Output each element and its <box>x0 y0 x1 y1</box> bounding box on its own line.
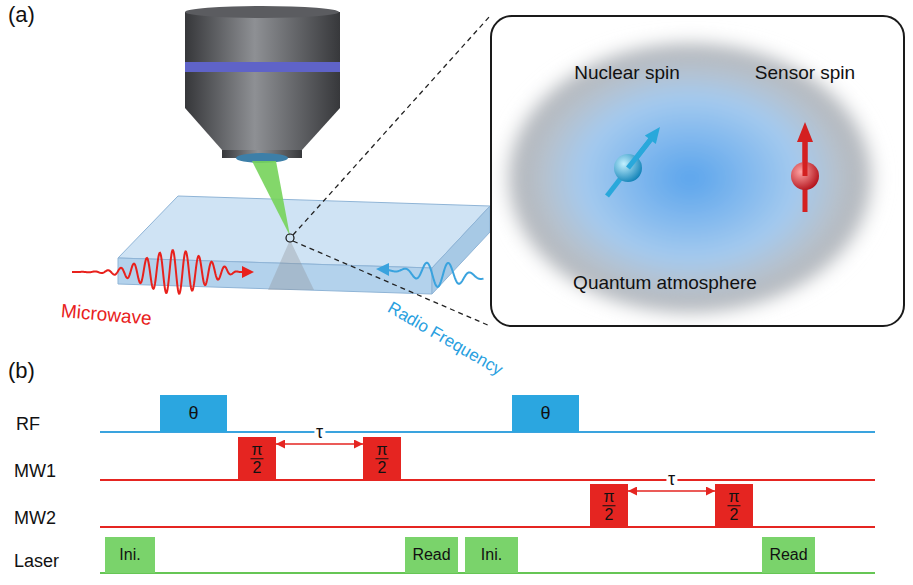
pulse-angle: θ <box>540 404 550 424</box>
interval-arrow <box>276 443 363 445</box>
nuclear-spin-arrowhead <box>645 127 660 144</box>
mw2-channel-line <box>100 526 875 528</box>
inset-caption: Nuclear spin <box>574 62 680 84</box>
laser-pulse: Read <box>405 537 458 573</box>
rf-pulse: θ <box>512 395 579 432</box>
fraction-bar <box>251 458 264 460</box>
signal-label: Microwave <box>60 300 152 330</box>
mw1-channel-line <box>100 479 875 481</box>
panel-label: (a) <box>8 2 35 27</box>
fraction-bar <box>376 458 389 460</box>
interval-label: τ <box>666 470 677 488</box>
nuclear-spin-arrow <box>628 139 651 168</box>
sensor-spin-arrowhead <box>797 122 813 142</box>
laser-step: Ini. <box>119 546 140 564</box>
laser-pulse: Ini. <box>465 537 518 573</box>
objective-body <box>185 72 340 108</box>
zoom-line <box>293 16 490 235</box>
channel-label: MW2 <box>14 508 56 529</box>
laser-step: Read <box>412 546 450 564</box>
microwave-arrowhead <box>242 266 254 278</box>
laser-pulse: Read <box>762 537 815 573</box>
mw-pulse: π 2 <box>363 437 401 480</box>
mw-pulse: π 2 <box>238 437 276 480</box>
mw-pulse: π 2 <box>715 484 753 527</box>
objective-top <box>185 6 339 18</box>
quantum-atmosphere-glow <box>495 33 885 323</box>
channel-label: RF <box>16 414 40 435</box>
laser-step: Ini. <box>481 546 502 564</box>
panel-label: (b) <box>8 358 35 383</box>
channel-label: MW1 <box>14 461 56 482</box>
microwave-wave <box>72 250 244 293</box>
laser-beam-below <box>268 240 314 290</box>
pulse-angle: θ <box>188 404 198 424</box>
channel-label: Laser <box>14 551 59 572</box>
interval-arrow <box>628 490 715 492</box>
signal-label: Radio Frequency <box>384 298 506 380</box>
interval-label: τ <box>314 423 325 441</box>
fraction-bar <box>603 505 616 507</box>
sensor-spin-arrow <box>803 142 808 176</box>
rf-wave <box>388 263 484 287</box>
fraction-bar <box>728 505 741 507</box>
rf-arrowhead <box>376 263 389 276</box>
focus-spot <box>286 234 294 242</box>
inset-caption: Sensor spin <box>755 62 855 84</box>
laser-pulse: Ini. <box>105 537 155 573</box>
objective-taper <box>185 108 340 150</box>
laser-step: Read <box>769 546 807 564</box>
inset-panel: Nuclear spin Sensor spinQuantum atmospher… <box>490 15 905 327</box>
inset-illustration <box>495 33 885 323</box>
objective-ring <box>185 62 340 72</box>
nuclear-spin-arrow <box>607 139 651 196</box>
rf-pulse: θ <box>160 395 227 432</box>
inset-caption: Quantum atmosphere <box>573 272 757 294</box>
mw-pulse: π 2 <box>590 484 628 527</box>
laser-beam <box>252 161 290 236</box>
objective-body <box>185 12 340 62</box>
